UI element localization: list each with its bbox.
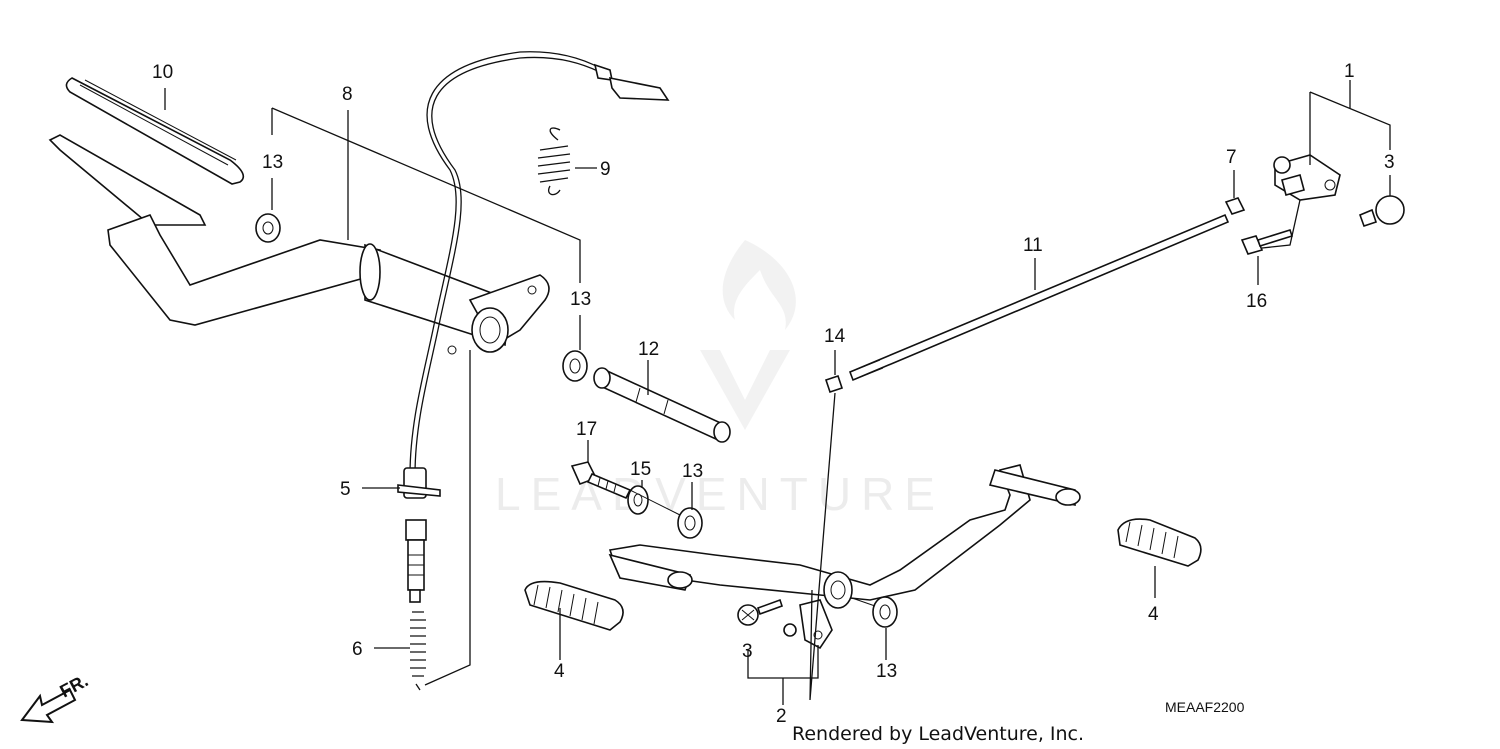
- part-11-shift-rod[interactable]: [848, 213, 1230, 382]
- part-12-pivot-shaft[interactable]: [593, 367, 731, 443]
- part-9-spring[interactable]: [537, 127, 571, 196]
- part-13-washer-center[interactable]: [562, 350, 588, 382]
- callout-3-upper: 3: [1384, 152, 1395, 173]
- callout-16: 16: [1246, 291, 1267, 312]
- leader-spring-hook: [424, 350, 471, 686]
- callout-14: 14: [824, 326, 846, 347]
- part-14-nut[interactable]: [824, 374, 844, 394]
- callout-13-left: 13: [262, 152, 283, 173]
- callout-1: 1: [1344, 61, 1355, 82]
- callout-7: 7: [1226, 147, 1237, 168]
- callout-6: 6: [352, 639, 363, 660]
- part-6-switch-spring[interactable]: [410, 611, 426, 691]
- callout-13-right: 13: [876, 661, 897, 682]
- part-10-pedal-rubber[interactable]: [65, 77, 245, 185]
- callout-9: 9: [600, 159, 611, 180]
- part-3-joint-lower[interactable]: [737, 598, 797, 637]
- callout-15: 15: [630, 459, 651, 480]
- part-4-rubber-left[interactable]: [524, 580, 624, 631]
- front-arrow-icon: [20, 688, 77, 724]
- part-17-bolt[interactable]: [570, 461, 632, 500]
- diagram-code: MEAAF2200: [1165, 699, 1245, 715]
- part-4-rubber-right[interactable]: [1117, 518, 1202, 567]
- part-5-brake-switch[interactable]: [397, 467, 441, 603]
- callout-12: 12: [638, 339, 659, 360]
- watermark-logo: [700, 240, 796, 430]
- callout-17: 17: [576, 419, 597, 440]
- callout-13-center: 13: [570, 289, 591, 310]
- part-1-joint-upper[interactable]: [1273, 154, 1341, 201]
- render-credit: Rendered by LeadVenture, Inc.: [792, 723, 1084, 745]
- callout-2: 2: [776, 706, 787, 727]
- callout-4-right: 4: [1148, 604, 1159, 625]
- part-8-brake-pedal[interactable]: [48, 134, 550, 355]
- part-7-nut[interactable]: [1224, 197, 1246, 215]
- callout-11: 11: [1023, 235, 1043, 256]
- callout-5: 5: [340, 479, 351, 500]
- part-16-bolt[interactable]: [1240, 229, 1294, 255]
- leader-washer-right: [851, 597, 876, 607]
- callout-13-lower: 13: [682, 461, 703, 482]
- leader-lines: [164, 80, 1391, 705]
- leader-bolt-axis: [629, 489, 681, 516]
- watermark-text: LEADVENTURE: [495, 468, 945, 520]
- callout-8: 8: [342, 84, 353, 105]
- brake-switch-wire: [409, 51, 670, 476]
- callout-3-lower: 3: [742, 641, 753, 662]
- callout-10: 10: [152, 62, 173, 83]
- part-3-joint-upper[interactable]: [1358, 195, 1405, 228]
- part-15-washer[interactable]: [627, 485, 649, 515]
- part-13-washer-right[interactable]: [872, 596, 898, 628]
- part-13-washer-left[interactable]: [255, 213, 281, 243]
- callout-4-left: 4: [554, 661, 565, 682]
- part-13-washer-lower[interactable]: [677, 507, 703, 539]
